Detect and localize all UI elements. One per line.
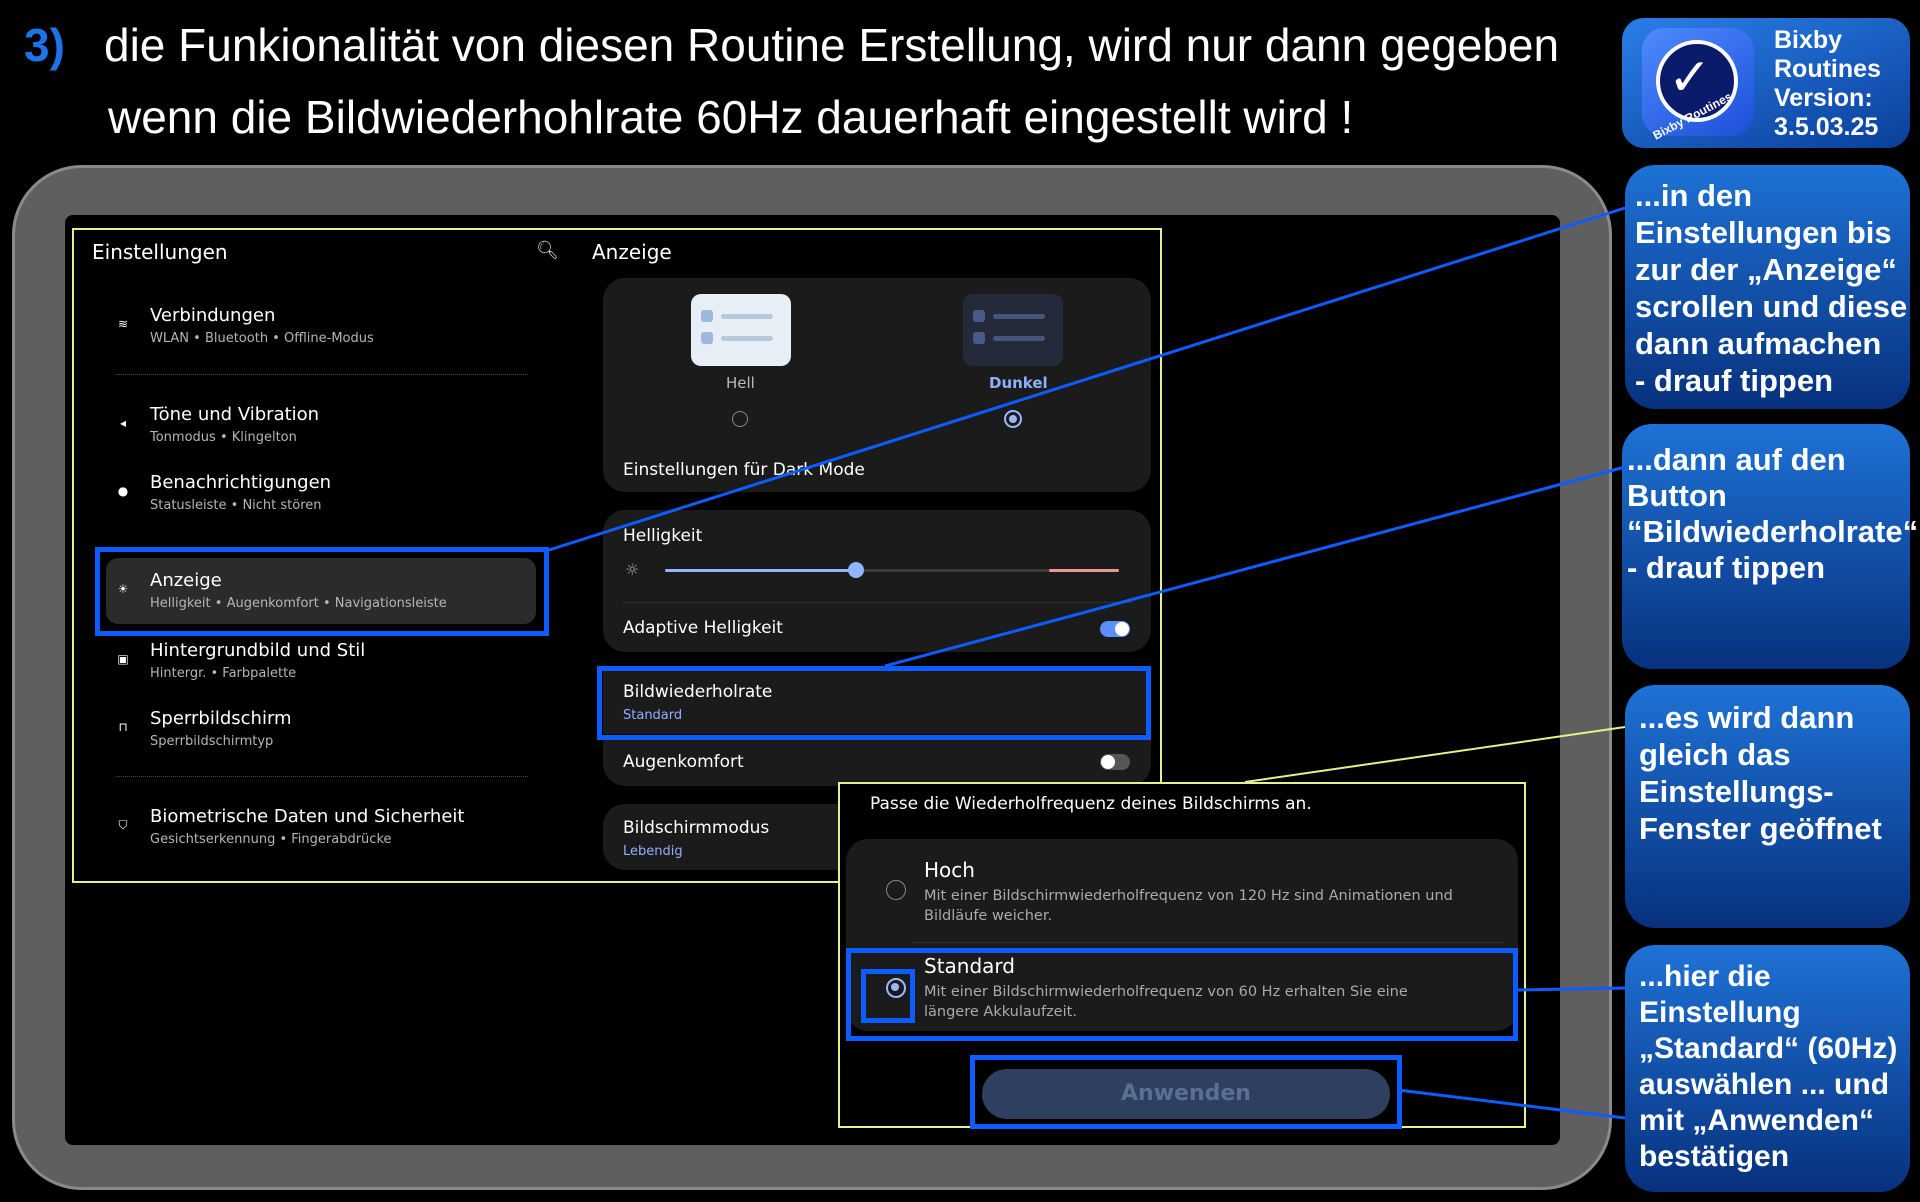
refresh-rate-value: Standard bbox=[623, 708, 683, 723]
highlight-refresh-rate bbox=[597, 666, 1151, 740]
logo-text: Bixby Routines Version: 3.5.03.25 bbox=[1774, 26, 1881, 142]
high-desc-1: Mit einer Bildschirmwiederholfrequenz vo… bbox=[924, 888, 1453, 904]
settings-item-sub: WLAN • Bluetooth • Offline-Modus bbox=[150, 331, 374, 346]
refresh-rate-dialog: Passe die Wiederholfrequenz deines Bilds… bbox=[838, 782, 1526, 1129]
settings-item-sub: Statusleiste • Nicht stören bbox=[150, 498, 322, 513]
image-icon: ▣ bbox=[117, 652, 129, 666]
highlight-apply-button bbox=[970, 1055, 1402, 1129]
screen-mode-value: Lebendig bbox=[623, 844, 683, 859]
eye-comfort-item[interactable]: Augenkomfort bbox=[603, 740, 1151, 786]
connector-line-2 bbox=[884, 465, 1626, 668]
divider bbox=[623, 602, 1133, 603]
highlight-standard-option bbox=[846, 948, 1518, 1041]
brightness-card: Helligkeit ☼ Adaptive Helligkeit bbox=[603, 510, 1151, 652]
settings-item-label: Biometrische Daten und Sicherheit bbox=[150, 806, 465, 827]
speaker-icon: ◂ bbox=[119, 416, 127, 430]
light-theme-preview[interactable] bbox=[691, 294, 791, 366]
settings-item-sub: Gesichtserkennung • Fingerabdrücke bbox=[150, 832, 392, 847]
settings-item-sub: Hintergr. • Farbpalette bbox=[150, 666, 297, 681]
dialog-options-card bbox=[846, 839, 1518, 1031]
option-high[interactable]: Hoch Mit einer Bildschirmwiederholfreque… bbox=[850, 844, 1514, 944]
connector-line-4 bbox=[1514, 986, 1626, 992]
settings-item-label: Sperrbildschirm bbox=[150, 708, 292, 729]
divider bbox=[115, 776, 528, 777]
settings-item-label: Benachrichtigungen bbox=[150, 472, 332, 493]
sun-icon: ☀ bbox=[117, 582, 129, 596]
bell-icon: ● bbox=[117, 484, 129, 498]
heading-line-1: die Funkionalität von diesen Routine Ers… bbox=[104, 19, 1560, 71]
divider bbox=[115, 374, 528, 375]
high-label: Hoch bbox=[924, 858, 975, 882]
apply-button[interactable]: Anwenden bbox=[982, 1069, 1390, 1119]
eye-comfort-toggle[interactable] bbox=[1100, 754, 1130, 770]
dark-radio[interactable] bbox=[1004, 410, 1022, 428]
settings-item-label: Töne und Vibration bbox=[150, 404, 320, 425]
logo-line-3: Version: bbox=[1774, 84, 1873, 112]
brightness-slider-end bbox=[1049, 569, 1119, 572]
settings-item-sub: Sperrbildschirmtyp bbox=[150, 734, 274, 749]
high-desc-2: Bildläufe weicher. bbox=[924, 908, 1053, 924]
settings-item-sub: Tonmodus • Klingelton bbox=[150, 430, 297, 445]
highlight-standard-radio bbox=[861, 969, 915, 1023]
logo-line-2: Routines bbox=[1774, 55, 1881, 83]
heading-line-2: wenn die Bildwiederhohlrate 60Hz dauerha… bbox=[108, 91, 1354, 143]
divider bbox=[914, 942, 1504, 943]
callout-2: ...dann auf den Button “Bildwiederholrat… bbox=[1622, 424, 1918, 669]
routine-check-icon: ✓ bbox=[1656, 40, 1738, 122]
shield-icon: ⛉ bbox=[118, 818, 128, 832]
brightness-slider-fill bbox=[665, 569, 856, 572]
brightness-slider-thumb[interactable] bbox=[848, 562, 864, 578]
search-icon[interactable]: 🔍︎ bbox=[536, 240, 559, 261]
brightness-sun-icon: ☼ bbox=[625, 560, 640, 579]
logo-line-4: 3.5.03.25 bbox=[1774, 113, 1879, 141]
dialog-title: Passe die Wiederholfrequenz deines Bilds… bbox=[870, 794, 1312, 814]
standard-desc-1: Mit einer Bildschirmwiederholfrequenz vo… bbox=[924, 984, 1408, 1000]
settings-item-label: Hintergrundbild und Stil bbox=[150, 640, 366, 661]
lock-icon: ⊓ bbox=[118, 720, 128, 734]
settings-title: Einstellungen bbox=[92, 240, 228, 264]
callout-1: ...in den Einstellungen bis zur der „Anz… bbox=[1625, 165, 1910, 409]
step-number: 3) bbox=[24, 19, 65, 71]
standard-radio[interactable] bbox=[886, 978, 906, 998]
settings-item-display-selected-bg bbox=[106, 558, 536, 624]
connector-line-3 bbox=[1244, 726, 1626, 783]
wifi-icon: ≋ bbox=[117, 317, 129, 331]
refresh-rate-item[interactable]: Bildwiederholrate Standard bbox=[603, 668, 1151, 734]
bixby-logo-box: ✓ Bixby Routines Bixby Routines Version:… bbox=[1622, 18, 1910, 148]
high-radio[interactable] bbox=[886, 880, 906, 900]
settings-item-label: Verbindungen bbox=[150, 305, 276, 326]
logo-line-1: Bixby bbox=[1774, 26, 1843, 54]
callout-3: ...es wird dann gleich das Einstellungs-… bbox=[1625, 685, 1910, 928]
dark-label: Dunkel bbox=[989, 374, 1048, 392]
connector-line-1 bbox=[548, 206, 1626, 552]
settings-item-label: Anzeige bbox=[150, 570, 222, 591]
standard-desc-2: längere Akkulaufzeit. bbox=[924, 1004, 1077, 1020]
option-standard[interactable]: Standard Mit einer Bildschirmwiederholfr… bbox=[850, 946, 1514, 1028]
eye-comfort-label: Augenkomfort bbox=[623, 752, 744, 772]
connector-line-5 bbox=[1397, 1088, 1626, 1120]
refresh-rate-label: Bildwiederholrate bbox=[623, 682, 773, 702]
theme-card: Hell Dunkel Einstellungen für Dark Mode bbox=[603, 278, 1151, 492]
dark-theme-preview[interactable] bbox=[963, 294, 1063, 366]
check-icon: ✓ bbox=[1668, 48, 1712, 108]
display-title: Anzeige bbox=[592, 240, 672, 264]
adaptive-brightness-toggle[interactable] bbox=[1100, 621, 1130, 637]
light-label: Hell bbox=[726, 374, 755, 392]
brightness-label: Helligkeit bbox=[623, 526, 703, 546]
standard-label: Standard bbox=[924, 954, 1015, 978]
light-radio[interactable] bbox=[732, 411, 748, 427]
adaptive-brightness-label: Adaptive Helligkeit bbox=[623, 618, 783, 638]
brightness-slider-track[interactable] bbox=[665, 562, 1119, 578]
bixby-routines-app-icon: ✓ Bixby Routines bbox=[1642, 28, 1754, 143]
screen-mode-label: Bildschirmmodus bbox=[623, 818, 770, 838]
settings-highlight-frame bbox=[72, 228, 1162, 883]
highlight-display-item bbox=[95, 547, 549, 636]
dark-mode-settings-link[interactable]: Einstellungen für Dark Mode bbox=[623, 460, 865, 480]
callout-4: ...hier die Einstellung „Standard“ (60Hz… bbox=[1625, 945, 1910, 1192]
settings-item-sub: Helligkeit • Augenkomfort • Navigationsl… bbox=[150, 596, 447, 611]
